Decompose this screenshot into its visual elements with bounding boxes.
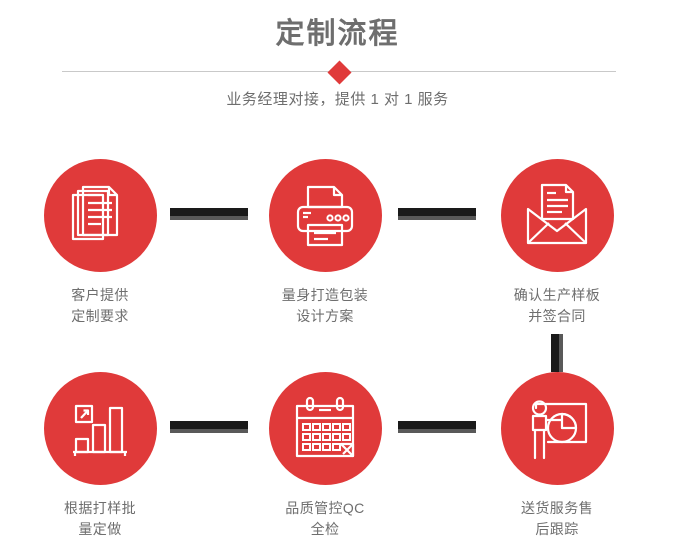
flow-step-6-circle[interactable]: [500, 372, 614, 485]
connector-step5-step6: [398, 421, 476, 433]
flow-step-5[interactable]: 品质管控QC 全检: [245, 372, 405, 540]
connector-bar: [551, 334, 559, 372]
page-subtitle: 业务经理对接，提供 1 对 1 服务: [226, 91, 449, 108]
connector-step1-step2: [170, 208, 248, 220]
page-title: 定制流程: [275, 18, 400, 50]
connector-shadow: [170, 429, 248, 433]
flow-step-3-label: 确认生产样板 并签合同: [513, 287, 601, 324]
connector-shadow: [170, 216, 248, 220]
bar-chart-growth-icon: [73, 404, 127, 456]
flow-step-1-label: 客户提供 定制要求: [71, 287, 129, 324]
flow-step-6-label: 送货服务售 后跟踪: [521, 500, 593, 537]
flow-step-5-circle[interactable]: [268, 372, 382, 485]
connector-step4-step5: [170, 421, 248, 433]
connector-bar: [398, 208, 476, 216]
presenter-chart-icon: [531, 399, 588, 459]
flow-step-3[interactable]: 确认生产样板 并签合同: [477, 159, 637, 327]
header-divider: [62, 59, 616, 85]
calendar-icon: [295, 396, 355, 457]
flow-step-4-circle[interactable]: [43, 372, 157, 485]
connector-bar: [170, 421, 248, 429]
flow-step-2-label: 量身打造包装 设计方案: [281, 287, 369, 324]
flow-step-1-circle[interactable]: [43, 159, 157, 272]
flow-step-1[interactable]: 客户提供 定制要求: [20, 159, 180, 327]
flow-step-5-label: 品质管控QC 全检: [285, 500, 365, 537]
flow-step-2[interactable]: 量身打造包装 设计方案: [245, 159, 405, 327]
printer-icon: [296, 185, 354, 246]
connector-bar: [170, 208, 248, 216]
envelope-letter-icon: [526, 183, 588, 244]
flow-step-3-circle[interactable]: [500, 159, 614, 272]
flow-step-2-circle[interactable]: [268, 159, 382, 272]
connector-step3-step6: [551, 334, 563, 372]
flow-step-6[interactable]: 送货服务售 后跟踪: [477, 372, 637, 540]
connector-shadow: [398, 429, 476, 433]
connector-step2-step3: [398, 208, 476, 220]
diamond-icon: [326, 59, 352, 85]
flow-step-4-label: 根据打样批 量定做: [64, 500, 136, 537]
connector-shadow: [398, 216, 476, 220]
flow-step-4[interactable]: 根据打样批 量定做: [20, 372, 180, 540]
connector-shadow: [559, 334, 563, 372]
documents-stack-icon: [71, 185, 119, 240]
connector-bar: [398, 421, 476, 429]
